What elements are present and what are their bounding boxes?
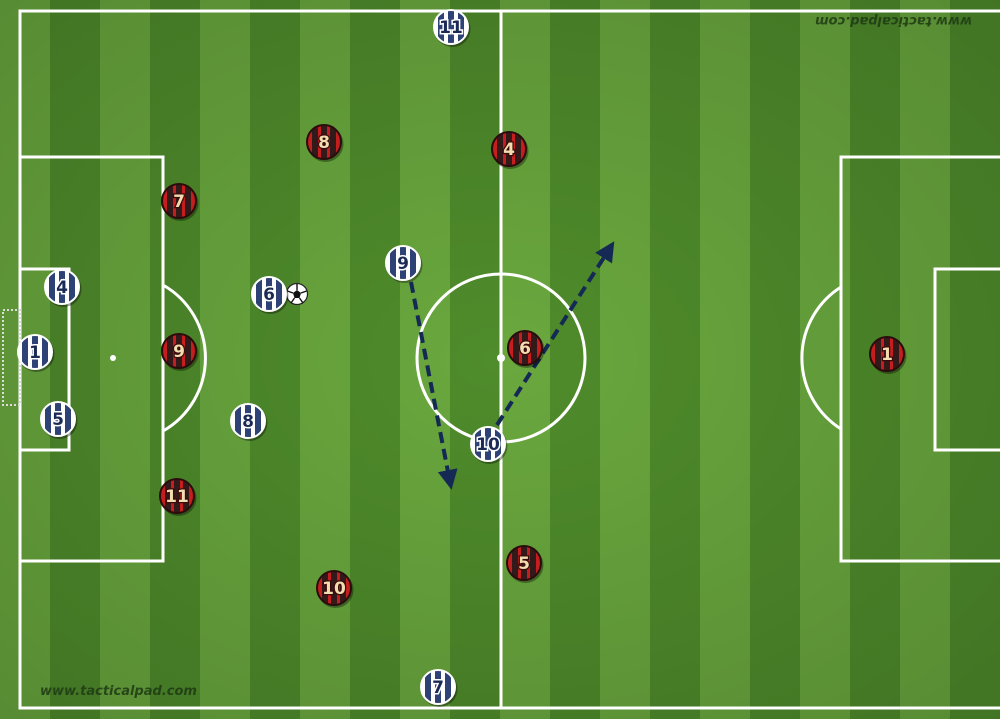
player-number: 9 [397, 254, 409, 274]
player-number: 5 [52, 410, 64, 430]
player-number: 4 [56, 278, 68, 298]
watermark-bottom: www.tacticalpad.com [40, 684, 197, 699]
player-number: 1 [881, 345, 893, 365]
player-away-8[interactable]: 8 [306, 124, 344, 162]
player-number: 7 [432, 678, 444, 698]
right-goal-area [933, 267, 1000, 452]
player-number: 7 [173, 192, 185, 212]
right-penalty-arc [800, 285, 842, 431]
player-away-1[interactable]: 1 [869, 336, 907, 374]
watermark-top: www.tacticalpad.com [815, 13, 972, 28]
player-number: 10 [322, 579, 346, 599]
player-number: 11 [165, 487, 189, 507]
player-away-5[interactable]: 5 [506, 545, 544, 583]
player-number: 5 [518, 554, 530, 574]
left-penalty-spot [110, 355, 116, 361]
player-away-7[interactable]: 7 [161, 183, 199, 221]
player-home-9[interactable]: 9 [385, 245, 423, 283]
player-home-4[interactable]: 4 [44, 269, 82, 307]
player-number: 8 [242, 412, 254, 432]
player-home-10[interactable]: 10 [470, 426, 508, 464]
player-home-11[interactable]: 11 [433, 9, 471, 47]
left-penalty-arc [162, 283, 207, 433]
player-number: 6 [519, 339, 531, 359]
player-number: 8 [318, 133, 330, 153]
right-penalty-area [839, 155, 1000, 563]
player-home-7[interactable]: 7 [420, 669, 458, 707]
player-away-11[interactable]: 11 [159, 478, 197, 516]
player-away-6[interactable]: 6 [507, 330, 545, 368]
player-away-9[interactable]: 9 [161, 333, 199, 371]
player-home-1[interactable]: 1 [17, 334, 55, 372]
ball [285, 282, 309, 306]
player-away-4[interactable]: 4 [491, 131, 529, 169]
player-number: 9 [173, 342, 185, 362]
movement-arrows [409, 241, 615, 490]
players: 11 9 4 6 1 5 8 10 7 8 4 7 6 9 11 5 10 1 [17, 9, 907, 707]
player-home-8[interactable]: 8 [230, 403, 268, 441]
player-number: 10 [476, 435, 500, 455]
player-away-10[interactable]: 10 [316, 570, 354, 608]
player-home-6[interactable]: 6 [251, 276, 289, 314]
center-spot [497, 354, 505, 362]
player-number: 4 [503, 140, 515, 160]
player-number: 11 [439, 18, 463, 38]
player-home-5[interactable]: 5 [40, 401, 78, 439]
player-number: 1 [29, 343, 41, 363]
pass-arrow-player-10 [495, 241, 615, 427]
player-number: 6 [263, 285, 275, 305]
